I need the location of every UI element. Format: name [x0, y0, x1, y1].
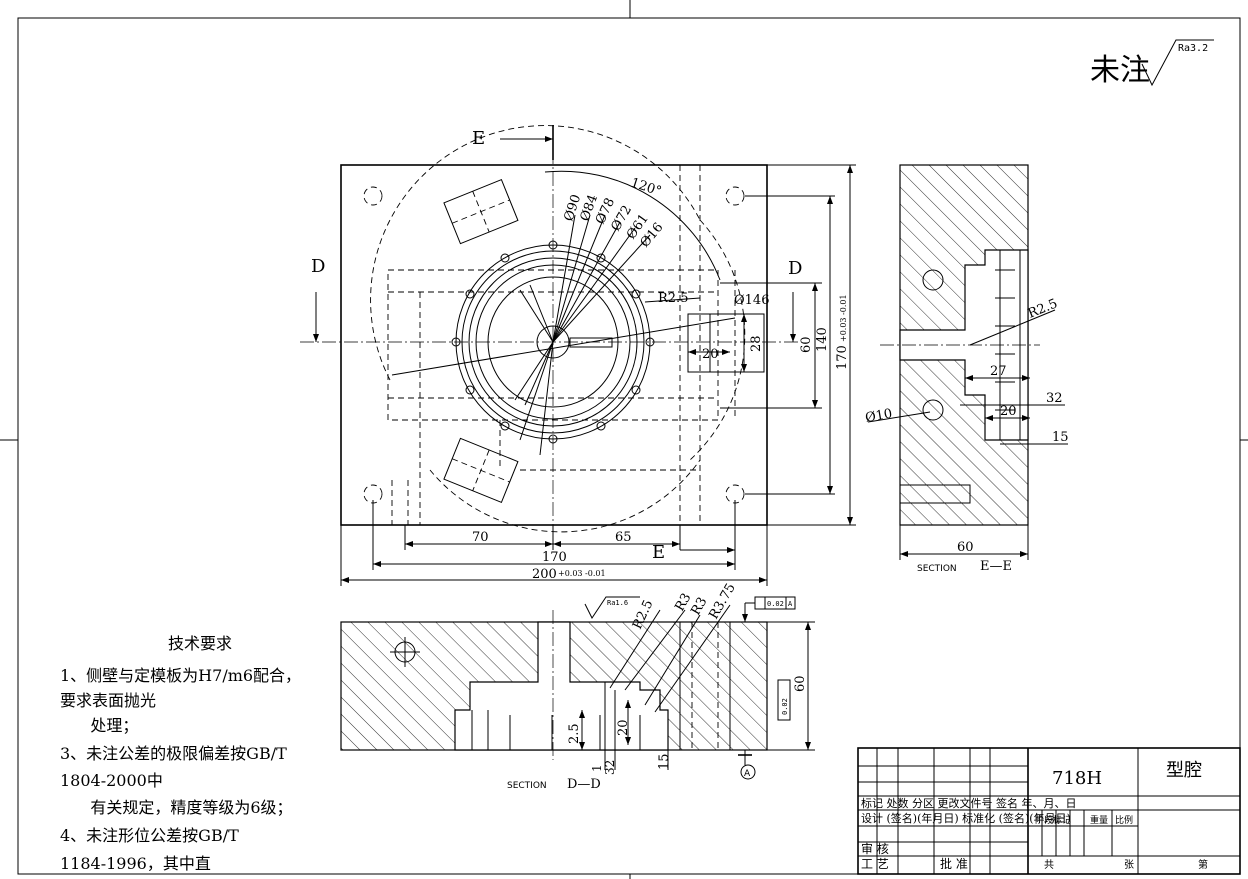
dd-datum-top: A [788, 600, 793, 608]
review-label: 审 核 [861, 841, 889, 856]
dim-200-tol: +0.03 -0.01 [558, 569, 606, 578]
weight-label: 重量 [1090, 814, 1108, 826]
section-d-mark-left: D [311, 256, 325, 277]
dd-section-title: D—D [567, 777, 601, 792]
ee-dim-32: 32 [1046, 391, 1063, 406]
tech-line-2: 要求表面抛光 [60, 691, 156, 710]
tech-requirements: 技术要求 1、侧壁与定模板为H7/m6配合， 要求表面抛光 处理； 3、未注公差… [60, 634, 301, 873]
dd-r375: R3.75 [706, 581, 738, 622]
dd-datum: A [744, 769, 751, 779]
tech-line-7: 4、未注形位公差按GB/T [60, 826, 239, 845]
tech-line-6: 有关规定，精度等级为6级； [70, 798, 293, 817]
tech-line-5: 1804-2000中 [60, 771, 163, 790]
dim-200: 200 [532, 567, 557, 582]
radius-label: R2.5 [658, 291, 688, 306]
dd-dim-15: 15 [657, 753, 672, 770]
ee-dim-27: 27 [990, 364, 1007, 379]
ee-dim-20: 20 [1000, 404, 1017, 419]
section-e-mark-top: E [472, 128, 485, 149]
plan-view: Ø90 Ø84 Ø78 Ø72 Ø61 Ø16 120° R2.5 Ø146 2… [300, 125, 856, 586]
ee-section-word: SECTION [917, 564, 957, 574]
dd-dim-32: 32 [603, 760, 617, 775]
outer-diameter-label: Ø146 [734, 293, 769, 308]
scale-label: 比例 [1115, 814, 1133, 826]
tech-title: 技术要求 [168, 634, 232, 653]
section-e-e: R2.5 27 32 20 15 Ø10 60 SECTION E—E [864, 164, 1069, 574]
slot-width-dim: 20 [702, 347, 719, 362]
dim-70: 70 [472, 530, 489, 545]
dd-tol-top: 0.02 [767, 600, 784, 608]
ee-radius: R2.5 [1026, 296, 1060, 321]
dim-170-horizontal: 170 [542, 550, 567, 565]
sheet-no-label: 第 [1198, 858, 1208, 871]
row-mark: 标记 处数 分区 更改文件号 签名 年、月、日 [861, 796, 1076, 810]
dim-140: 140 [815, 327, 830, 352]
dim-60-plan: 60 [799, 336, 814, 353]
dim-65: 65 [615, 530, 632, 545]
approve-label: 批 准 [940, 856, 968, 871]
tech-line-1: 1、侧壁与定模板为H7/m6配合， [60, 666, 301, 685]
ee-width: 60 [957, 540, 974, 555]
tech-line-3: 处理； [70, 716, 138, 735]
dd-dim-1: 1 [590, 764, 604, 772]
row-design: 设计 (签名)(年月日) 标准化 (签名)(年月日) [861, 811, 1071, 825]
roughness-value: Ra3.2 [1178, 43, 1208, 54]
slot-height-dim: 28 [749, 335, 764, 352]
ee-hole: Ø10 [864, 406, 893, 425]
section-e-mark-bottom: E [652, 542, 665, 563]
dd-tol-side: 0.02 [781, 698, 789, 715]
sheets-label: 张 [1124, 859, 1134, 871]
dim-170-vertical-tol: +0.03 -0.01 [839, 294, 848, 342]
tech-line-8: 1184-1996，其中直 [60, 854, 211, 873]
tech-line-4: 3、未注公差的极限偏差按GB/T [60, 744, 287, 763]
angle-label: 120° [629, 176, 663, 200]
ee-dim-15: 15 [1052, 430, 1069, 445]
title-block: 718H 型腔 标记 处数 分区 更改文件号 签名 年、月、日 设计 (签名)(… [857, 747, 1241, 875]
dd-dim-25: 2.5 [567, 723, 582, 744]
process-label: 工 艺 [861, 857, 889, 871]
dd-roughness: Ra1.6 [607, 599, 628, 607]
unmarked-label: 未注 [1090, 53, 1150, 88]
ee-section-title: E—E [980, 559, 1012, 574]
dd-section-word: SECTION [507, 781, 547, 791]
stage-label: 阶段标记 [1035, 814, 1071, 826]
dd-height: 60 [793, 675, 808, 692]
total-label: 共 [1044, 859, 1054, 871]
dd-dim-20: 20 [616, 719, 631, 736]
section-d-mark-right: D [788, 258, 802, 279]
material: 718H [1052, 768, 1102, 789]
roughness-symbol: 未注 Ra3.2 [1090, 39, 1214, 88]
section-d-d: Ra1.6 R2.5 R3 R3 R3.75 0.02 A 0.02 60 2.… [340, 581, 815, 792]
part-name: 型腔 [1166, 760, 1202, 781]
dim-170-vertical: 170 [835, 345, 850, 370]
